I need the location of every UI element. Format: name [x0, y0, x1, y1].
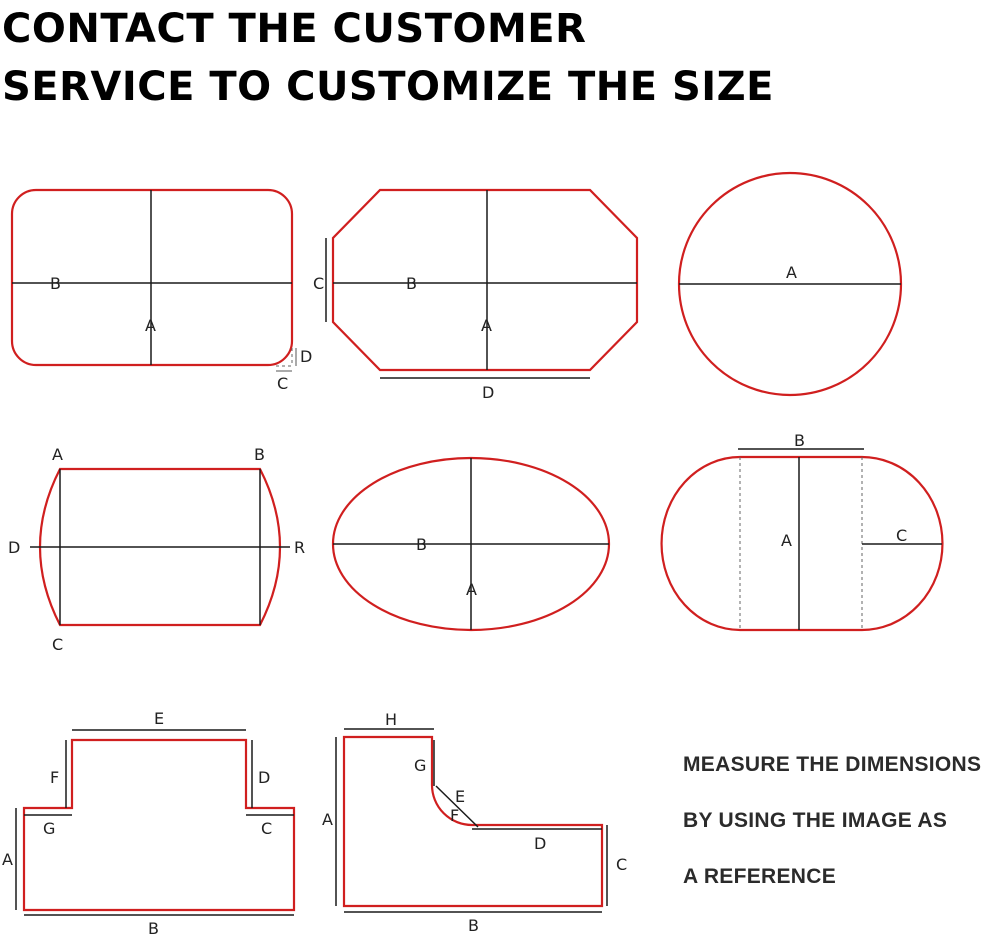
t-shape-label-f: F: [50, 768, 59, 787]
octagon-label-c: C: [313, 274, 324, 293]
rounded-rectangle-label-d: D: [300, 347, 312, 366]
rounded-rectangle-shape: B A D C: [10, 188, 312, 393]
headline-line-1: CONTACT THE CUSTOMER: [2, 6, 587, 52]
t-shape-label-d: D: [258, 768, 270, 787]
octagon-label-d: D: [482, 383, 494, 402]
racetrack-label-c: C: [896, 526, 907, 545]
note-line-3: A REFERENCE: [683, 865, 837, 888]
octagon-outline: [331, 188, 639, 372]
t-shape-label-e: E: [154, 709, 164, 728]
racetrack-label-b: B: [794, 431, 805, 450]
t-shape: E F D G C A B: [2, 709, 296, 938]
note-line-1: MEASURE THE DIMENSIONS: [683, 753, 982, 776]
t-shape-outline: [22, 738, 296, 912]
t-shape-label-c: C: [261, 819, 272, 838]
l-shape: H G E F D A B C: [322, 710, 627, 935]
l-shape-label-g: G: [414, 756, 426, 775]
rounded-rectangle-outline: [10, 188, 294, 367]
t-shape-label-b: B: [148, 919, 159, 938]
l-shape-label-a: A: [322, 810, 333, 829]
curved-ends-shape: A B D R C: [8, 445, 305, 654]
l-shape-dimension-e: [435, 785, 479, 828]
l-shape-label-c: C: [616, 855, 627, 874]
l-shape-outline: [342, 735, 604, 908]
racetrack-shape: B A C: [660, 431, 944, 632]
oval-shape: B A: [331, 456, 611, 632]
circle-shape: A: [677, 171, 903, 397]
headline: CONTACT THE CUSTOMER SERVICE TO CUSTOMIZ…: [2, 0, 774, 116]
oval-label-a: A: [466, 580, 477, 599]
oval-label-b: B: [416, 535, 427, 554]
l-shape-label-f: F: [450, 806, 459, 825]
l-shape-label-e: E: [455, 787, 465, 806]
headline-line-2: SERVICE TO CUSTOMIZE THE SIZE: [2, 64, 774, 110]
racetrack-outline: [660, 455, 944, 632]
octagon-label-b: B: [406, 274, 417, 293]
rounded-rectangle-label-b: B: [50, 274, 61, 293]
octagon-label-a: A: [481, 316, 492, 335]
t-shape-label-g: G: [43, 819, 55, 838]
octagon-shape: C B A D: [313, 188, 639, 402]
racetrack-label-a: A: [781, 531, 792, 550]
circle-label-a: A: [786, 263, 797, 282]
curved-ends-label-b: B: [254, 445, 265, 464]
rounded-rectangle-label-a: A: [145, 316, 156, 335]
rounded-rectangle-label-c: C: [277, 374, 288, 393]
l-shape-label-h: H: [385, 710, 397, 729]
l-shape-label-d: D: [534, 834, 546, 853]
curved-ends-label-c: C: [52, 635, 63, 654]
note-line-2: BY USING THE IMAGE AS: [683, 809, 948, 832]
t-shape-label-a: A: [2, 850, 13, 869]
l-shape-label-b: B: [468, 916, 479, 935]
curved-ends-label-a: A: [52, 445, 63, 464]
curved-ends-label-r: R: [294, 538, 305, 557]
curved-ends-label-d: D: [8, 538, 20, 557]
measurement-note: MEASURE THE DIMENSIONS BY USING THE IMAG…: [683, 748, 981, 916]
